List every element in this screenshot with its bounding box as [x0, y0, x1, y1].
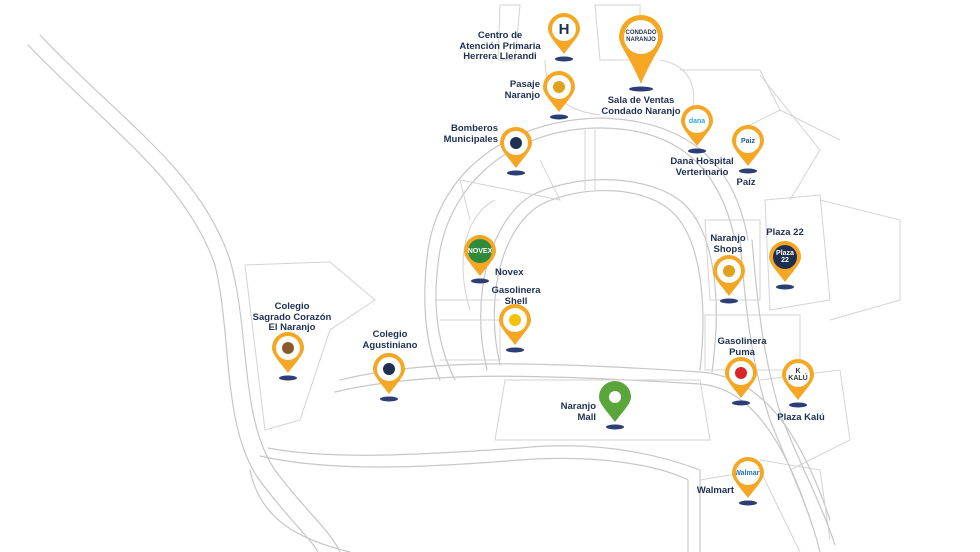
label-bomberos: Bomberos Municipales [443, 123, 498, 145]
pin-base-dot [720, 298, 738, 304]
logo-mark [383, 363, 395, 375]
marker-colegio-agustiniano[interactable] [372, 352, 406, 402]
dana-logo: dana [685, 109, 709, 133]
walmart-logo: Walmart [736, 461, 760, 485]
pin-base-dot [739, 500, 757, 506]
pin-base-dot [606, 424, 624, 430]
condado-naranjo-logo: CONDADO NARANJO [624, 20, 658, 54]
naranjo-mall-logo [603, 385, 627, 409]
label-colegio-agustiniano: Colegio Agustiniano [362, 329, 418, 351]
kalu-logo: K KALÚ [786, 363, 810, 387]
logo-mark [735, 367, 747, 379]
label-centro-atencion: Centro de Atención Primaria Herrera Ller… [459, 30, 541, 62]
label-naranjo-mall: Naranjo Mall [560, 401, 596, 423]
marker-walmart[interactable]: Walmart [731, 456, 765, 506]
school-crest-icon [276, 336, 300, 360]
logo-mark [723, 265, 735, 277]
label-plaza-kalu: Plaza Kalú [777, 412, 825, 423]
logo-mark [553, 81, 565, 93]
shell-logo-icon [503, 308, 527, 332]
label-sala-ventas: Sala de Ventas Condado Naranjo [601, 95, 681, 117]
marker-paiz[interactable]: Paiz [731, 124, 765, 174]
label-novex: Novex [495, 267, 524, 278]
pin-base-dot [506, 347, 524, 353]
marker-dana-hospital[interactable]: dana [680, 104, 714, 154]
marker-sala-ventas[interactable]: CONDADO NARANJO [618, 14, 664, 92]
label-plaza-22: Plaza 22 [766, 227, 804, 238]
marker-gasolinera-shell[interactable] [498, 303, 532, 353]
tree-logo-icon [547, 75, 571, 99]
marker-colegio-sagrado[interactable] [271, 331, 305, 381]
pin-base-dot [380, 396, 398, 402]
logo-mark [609, 391, 621, 403]
pin-base-dot [789, 402, 807, 408]
marker-plaza-kalu[interactable]: K KALÚ [781, 358, 815, 408]
hospital-h-icon: H [552, 17, 576, 41]
novex-logo: NOVEX [468, 239, 492, 263]
agustiniano-logo-icon [377, 357, 401, 381]
pin-base-dot [279, 375, 297, 381]
firefighters-badge-icon [504, 131, 528, 155]
marker-novex[interactable]: NOVEX [463, 234, 497, 284]
label-naranjo-shops: Naranjo Shops [710, 233, 746, 255]
marker-centro-atencion[interactable]: H [547, 12, 581, 62]
plaza-22-logo: Plaza 22 [773, 245, 797, 269]
logo-mark [510, 137, 522, 149]
shops-grid-icon [717, 259, 741, 283]
pin-base-dot [471, 278, 489, 284]
pin-base-dot [776, 284, 794, 290]
marker-naranjo-mall[interactable] [598, 380, 632, 430]
marker-pasaje-naranjo[interactable] [542, 70, 576, 120]
marker-plaza-22[interactable]: Plaza 22 [768, 240, 802, 290]
label-colegio-sagrado: Colegio Sagrado Corazón El Naranjo [252, 301, 332, 333]
pin-base-dot [550, 114, 568, 120]
logo-mark [509, 314, 521, 326]
label-gasolinera-shell: Gasolinera Shell [491, 285, 541, 307]
pin-base-dot [555, 56, 573, 62]
pin-base-dot [688, 148, 706, 154]
pin-base-dot [507, 170, 525, 176]
marker-naranjo-shops[interactable] [712, 254, 746, 304]
label-pasaje-naranjo: Pasaje Naranjo [504, 79, 540, 101]
label-dana-hospital: Dana Hospital Verterinario [670, 156, 734, 178]
label-paiz: Paíz [736, 177, 756, 188]
paiz-logo: Paiz [736, 129, 760, 153]
logo-mark [282, 342, 294, 354]
puma-logo-icon [729, 361, 753, 385]
pin-base-dot [629, 86, 653, 92]
label-walmart: Walmart [696, 485, 734, 496]
marker-gasolinera-puma[interactable] [724, 356, 758, 406]
pin-base-dot [739, 168, 757, 174]
pin-base-dot [732, 400, 750, 406]
label-gasolinera-puma: Gasolinera Puma [717, 336, 767, 358]
marker-bomberos[interactable] [499, 126, 533, 176]
